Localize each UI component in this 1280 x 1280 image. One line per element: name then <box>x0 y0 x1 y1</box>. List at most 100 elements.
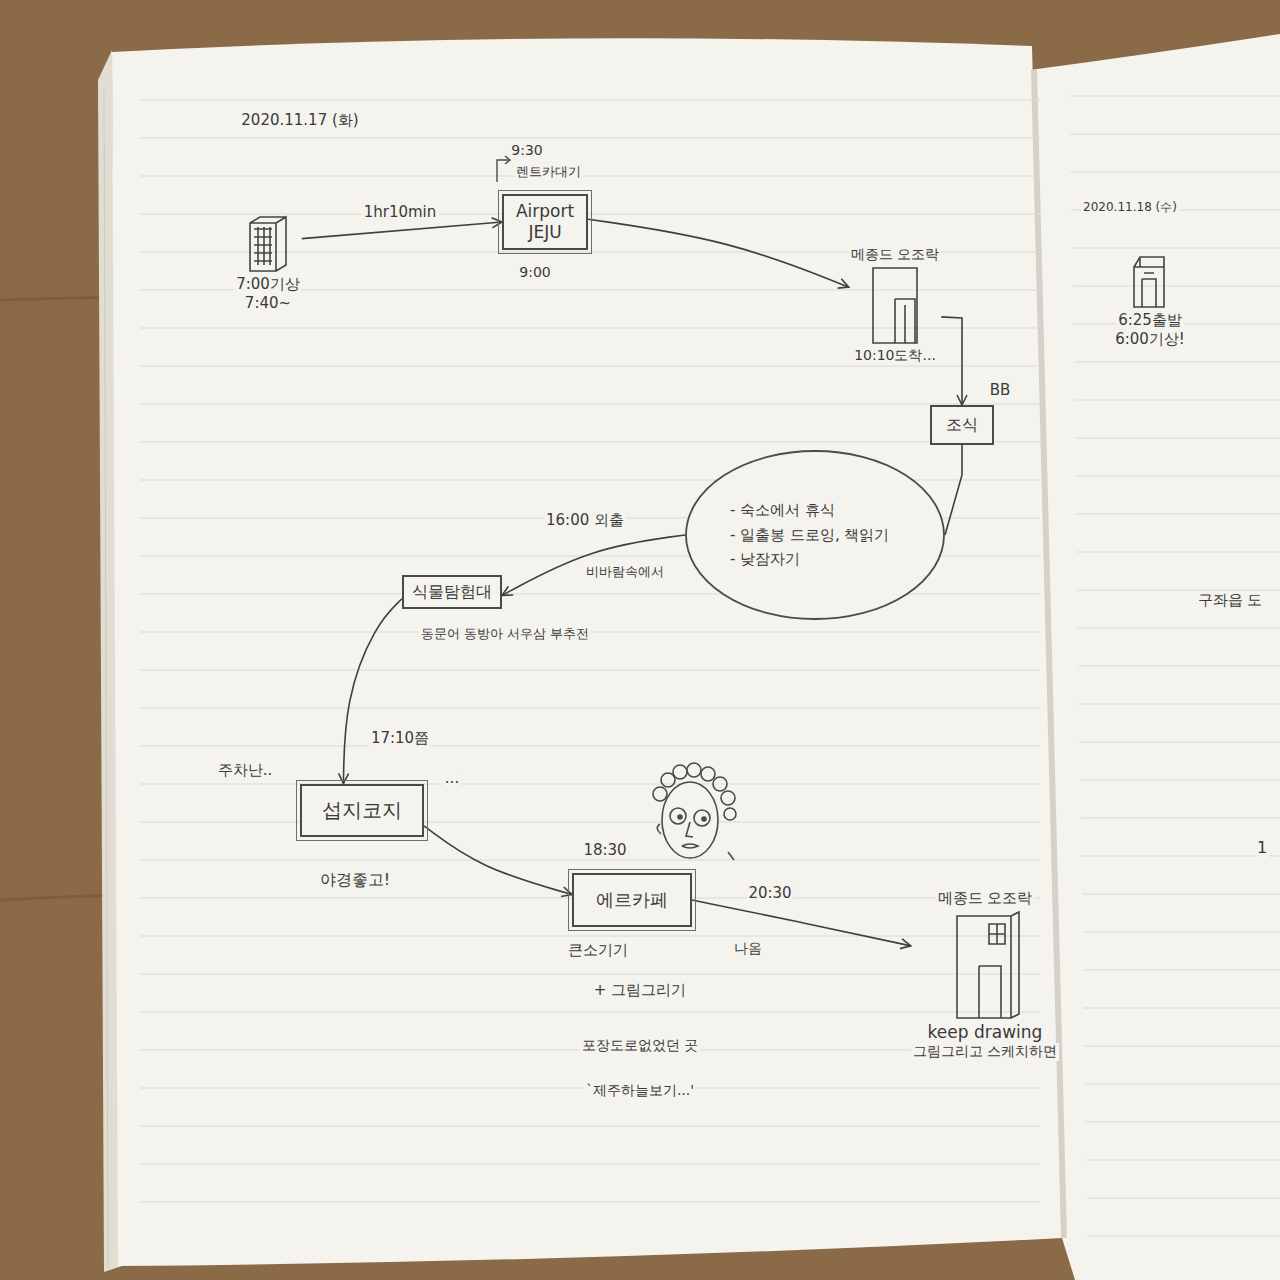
note-label: 9:00 <box>517 264 552 281</box>
ruled-line <box>140 366 1040 367</box>
building-stroke <box>1142 273 1156 307</box>
ruled-line <box>140 784 1040 785</box>
node-text: 7:40~ <box>243 294 293 313</box>
edge-label: 1hr10min <box>362 203 439 221</box>
ruled-line <box>1075 476 1280 477</box>
mouth <box>682 844 698 848</box>
note-label: 포장도로없었던 곳 <box>580 1037 700 1054</box>
ruled-line <box>1070 134 1280 135</box>
eye <box>670 808 686 824</box>
lodging-building: 메종드 오조락keep drawing그림그리고 스케치하면 <box>911 889 1059 1061</box>
cafe-box: 에르카페 <box>572 873 692 928</box>
note-label: 9:30 <box>509 142 544 159</box>
hair-curl <box>701 767 715 781</box>
ruled-line <box>1070 96 1280 97</box>
note-label: 2020.11.18 (수) <box>1081 200 1179 214</box>
node-text: Airport JEJU <box>516 201 574 244</box>
building-lines <box>873 268 917 343</box>
building-icon: 7:00기상7:40~ <box>234 211 302 313</box>
node-text: - 숙소에서 휴식 <box>730 501 835 520</box>
place-box: 섭지코지 <box>300 784 424 837</box>
ruled-line <box>1072 286 1280 287</box>
ruled-line <box>1087 1198 1280 1199</box>
ruled-line <box>1080 780 1280 781</box>
hair-curl <box>653 787 667 801</box>
ruled-line <box>1084 1008 1280 1009</box>
ruled-line <box>140 746 1040 747</box>
flow-arrow <box>343 599 402 784</box>
airport-box: Airport JEJU <box>502 194 588 251</box>
note-label: BB <box>988 381 1013 399</box>
ear <box>657 824 661 834</box>
hair-curl <box>724 808 736 820</box>
ruled-line <box>1078 628 1280 629</box>
ruled-line <box>1077 552 1280 553</box>
note-label: 2020.11.17 (화) <box>239 111 360 129</box>
hair-curl <box>721 791 735 805</box>
flow-arrow <box>941 317 962 405</box>
circle-outline <box>686 451 944 619</box>
note-label: 구좌읍 도 <box>1196 591 1265 609</box>
ruled-line <box>1083 932 1280 933</box>
ruled-line <box>140 822 1040 823</box>
right-page <box>1030 34 1280 1280</box>
ruled-line <box>140 214 1040 215</box>
activity-circle: - 숙소에서 휴식- 일출봉 드로잉, 책읽기- 낮잠자기 <box>685 450 945 620</box>
ruled-line <box>1086 1122 1280 1123</box>
flow-arrow <box>302 222 502 239</box>
node-text: - 낮잠자기 <box>730 550 800 569</box>
ruled-line <box>140 1126 1040 1127</box>
flow-arrow <box>588 219 849 287</box>
page-gutter <box>1034 70 1064 1238</box>
ruled-line <box>140 860 1040 861</box>
nose <box>686 822 693 837</box>
flow-arrow <box>502 535 685 595</box>
ruled-line <box>1071 172 1280 173</box>
hair-curl <box>687 763 701 777</box>
note-label: 주차난.. <box>216 761 275 779</box>
hair-curl <box>673 765 687 779</box>
note-label: 17:10쯤 <box>369 729 431 747</box>
ruled-line <box>140 442 1040 443</box>
building-stroke <box>979 966 1001 1018</box>
ruled-line <box>140 708 1040 709</box>
edge-label: 20:30 <box>746 884 793 902</box>
node-text: 식물탐험대 <box>412 582 492 602</box>
ruled-line <box>1072 248 1280 249</box>
ruled-line <box>1081 856 1280 857</box>
pencil-mark <box>728 852 734 860</box>
note-label: + 그림그리기 <box>592 981 688 999</box>
building-stroke <box>873 268 917 343</box>
ruled-line <box>140 1202 1040 1203</box>
ruled-line <box>1079 704 1280 705</box>
note-label: 야경좋고! <box>318 870 392 889</box>
bracket-line <box>497 160 509 182</box>
node-text: 6:25출발 <box>1116 311 1184 330</box>
note-label: 렌트카대기 <box>514 164 583 180</box>
node-text: 6:00기상! <box>1113 330 1187 349</box>
ruled-line <box>1075 438 1280 439</box>
building-lines <box>957 912 1019 1018</box>
node-text: 섭지코지 <box>322 798 402 823</box>
building-stroke <box>895 299 915 343</box>
node-text: 메종드 오조락 <box>849 246 941 264</box>
left-page <box>112 38 1062 1266</box>
ruled-line <box>140 670 1040 671</box>
ruled-line <box>1085 1084 1280 1085</box>
note-label: 18:30 <box>581 841 628 859</box>
node-text: 그림그리고 스케치하면 <box>911 1043 1059 1061</box>
node-text: 7:00기상 <box>234 275 302 294</box>
ruled-line <box>140 974 1040 975</box>
page-stack-line <box>104 90 108 1268</box>
ruled-line <box>1074 400 1280 401</box>
building-drawing <box>246 213 291 273</box>
building-lines <box>250 217 286 271</box>
building-stroke <box>254 227 272 265</box>
node-text: 메종드 오조락 <box>936 889 1035 908</box>
cafe-box: 식물탐험대 <box>402 575 502 609</box>
building-stroke <box>957 912 1019 1018</box>
building-stroke <box>250 217 286 271</box>
ruled-line <box>1084 1046 1280 1047</box>
